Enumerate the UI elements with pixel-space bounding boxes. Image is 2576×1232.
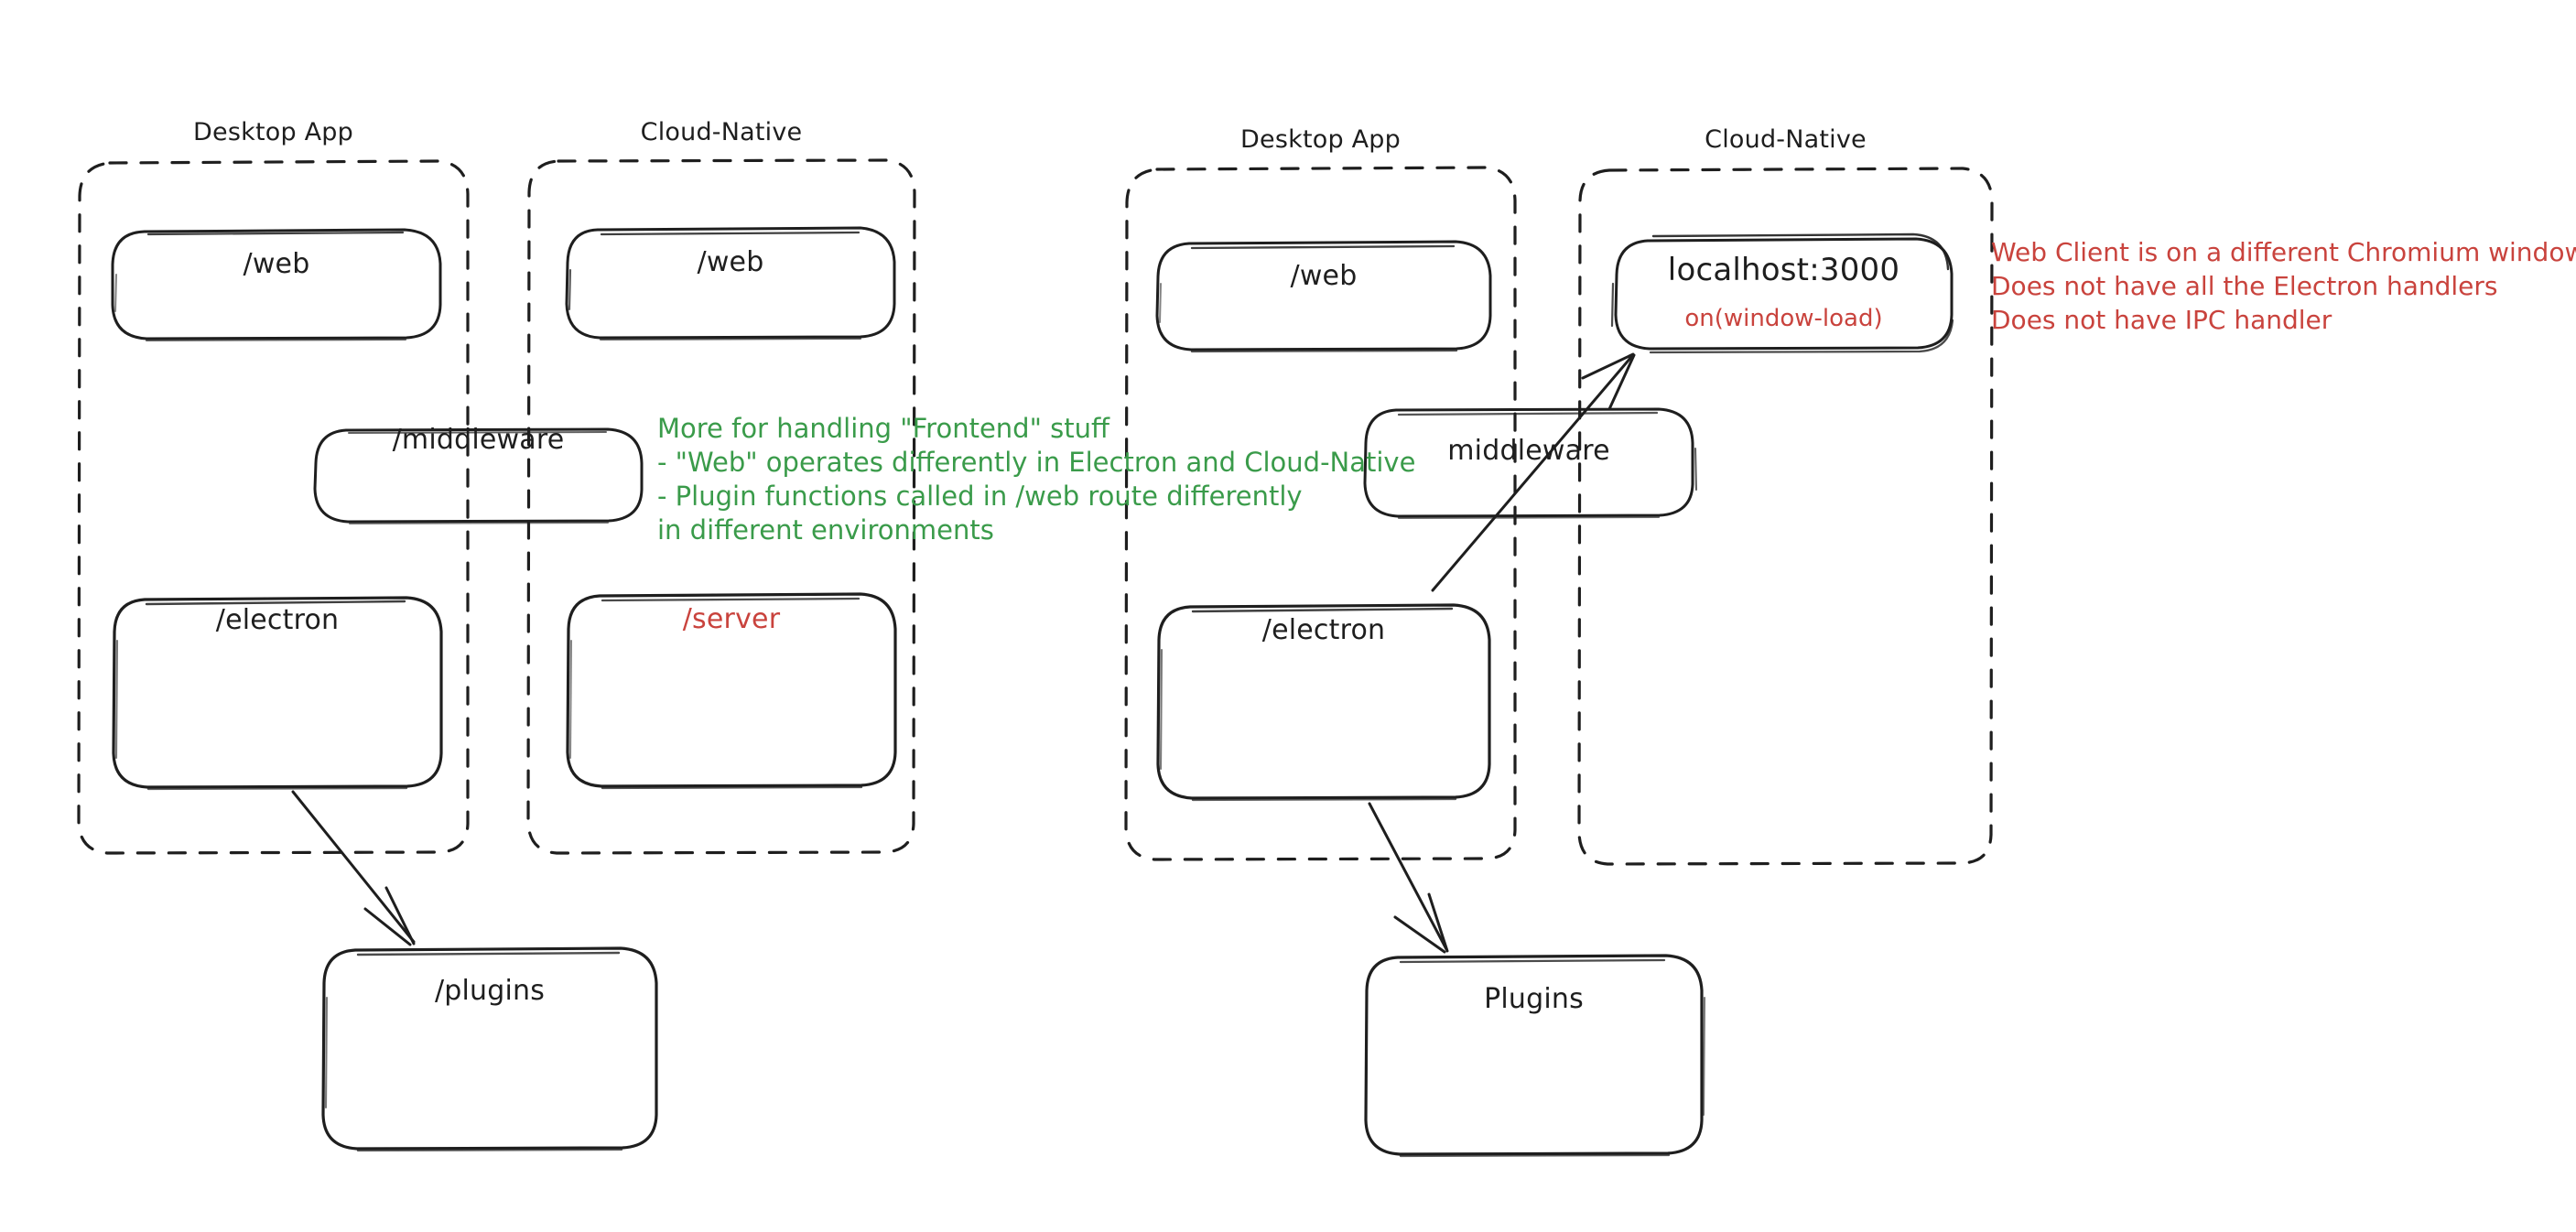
- left-middleware-label: /middleware: [392, 424, 565, 456]
- right-red-annotation: Web Client is on a different Chromium wi…: [1991, 237, 2576, 335]
- left-server-box: [566, 592, 897, 790]
- right-desktop-group-title: Desktop App: [1240, 125, 1401, 154]
- right-middleware-box: [1363, 407, 1698, 520]
- left-desktop-group-title: Desktop App: [193, 118, 353, 146]
- right-cloudnative-group-title: Cloud-Native: [1705, 125, 1867, 154]
- left-web-cloud-box: [565, 226, 896, 340]
- right-electron-label: /electron: [1261, 614, 1386, 646]
- right-desktop-dashed-container: [1124, 166, 1517, 861]
- left-desktop-dashed-container: [77, 159, 470, 855]
- left-server-label: /server: [682, 603, 781, 635]
- right-plugins-box: [1364, 954, 1706, 1158]
- left-plugins-label: /plugins: [434, 975, 546, 1007]
- left-middleware-box: [313, 427, 644, 524]
- right-electron-to-plugins-arrow: [1368, 802, 1449, 954]
- left-electron-label: /electron: [215, 604, 340, 636]
- right-web-desktop-label: /web: [1290, 260, 1358, 292]
- right-middleware-label: middleware: [1447, 435, 1610, 467]
- left-electron-to-plugins-arrow: [291, 790, 416, 946]
- left-electron-box: [112, 596, 443, 791]
- right-localhost-onwindowload-label: on(window-load): [1684, 305, 1883, 332]
- right-plugins-label: Plugins: [1484, 983, 1584, 1015]
- right-localhost-label: localhost:3000: [1667, 252, 1900, 288]
- left-web-desktop-box: [111, 228, 442, 341]
- left-green-annotation: More for handling "Frontend" stuff - "We…: [657, 413, 1416, 546]
- left-cloudnative-group-title: Cloud-Native: [640, 118, 803, 146]
- right-cloudnative-dashed-container: [1577, 167, 1994, 866]
- right-electron-box: [1156, 603, 1491, 802]
- right-web-desktop-box: [1155, 240, 1492, 353]
- left-web-desktop-label: /web: [243, 248, 310, 280]
- right-electron-to-localhost-arrow: [1431, 352, 1636, 592]
- right-localhost-box: [1610, 232, 1954, 354]
- left-plugins-box: [321, 946, 658, 1152]
- left-cloudnative-dashed-container: [526, 158, 916, 855]
- left-web-cloud-label: /web: [697, 246, 764, 278]
